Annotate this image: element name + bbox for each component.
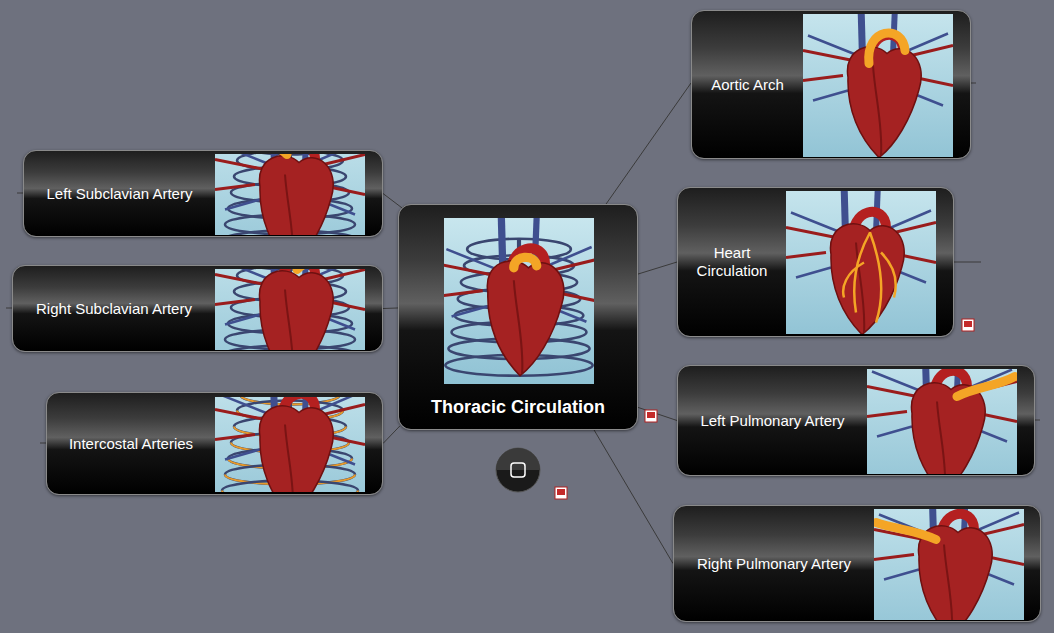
topic-image	[215, 269, 365, 350]
illustration-ground	[803, 14, 953, 157]
topic-image	[215, 154, 365, 235]
button-gloss	[496, 448, 540, 470]
branch-connector	[383, 307, 398, 309]
heart-groove	[285, 290, 293, 351]
topic-image	[867, 369, 1017, 474]
topic-label: Left Pulmonary Artery	[700, 412, 844, 430]
central-topic-box: Thoracic Circulation	[398, 204, 638, 430]
topic-image	[874, 509, 1024, 620]
branch-connector	[594, 430, 673, 564]
anatomy-illustration	[786, 191, 936, 334]
heart	[259, 156, 333, 235]
text-region: Right Subclavian Artery	[13, 266, 215, 351]
heart-groove	[873, 66, 881, 156]
text-region: Left Subclavian Artery	[24, 151, 215, 236]
topic-image	[444, 218, 594, 384]
anatomy-illustration	[803, 14, 953, 157]
note-icon	[962, 319, 974, 331]
branch-connector	[638, 262, 677, 274]
heart	[847, 47, 921, 157]
heart-groove	[285, 175, 293, 236]
anatomy-illustration	[215, 397, 365, 492]
heart-groove	[944, 545, 952, 621]
text-region: Heart Circulation	[678, 188, 786, 336]
highlighted-vessel	[514, 257, 537, 267]
note-icon	[645, 410, 657, 422]
illustration-ground	[215, 269, 365, 350]
subtopic-box: Right Subclavian Artery	[12, 265, 383, 352]
subtopic-box: Heart Circulation	[677, 187, 954, 337]
topic-label: Heart Circulation	[686, 244, 778, 280]
illustration-ground	[444, 218, 594, 384]
branch-connector	[383, 194, 403, 209]
topic-label: Left Subclavian Artery	[47, 185, 193, 203]
anatomy-illustration	[444, 218, 594, 384]
topic-label: Intercostal Arteries	[69, 435, 193, 453]
topic-image	[786, 191, 936, 334]
stub-line	[971, 83, 976, 84]
highlighted-vessel	[235, 154, 287, 155]
illustration-ground	[215, 154, 365, 235]
highlighted-vessel	[876, 523, 936, 540]
collapse-button	[496, 448, 540, 492]
text-region: Aortic Arch	[692, 11, 803, 158]
heart	[259, 271, 333, 350]
anatomy-illustration	[867, 369, 1017, 474]
topic-image	[215, 397, 365, 492]
text-region: Right Pulmonary Artery	[674, 506, 874, 621]
heart-groove	[937, 402, 945, 475]
branch-connector	[383, 426, 400, 444]
text-region: Left Pulmonary Artery	[678, 366, 867, 475]
highlighted-vessel	[869, 33, 905, 64]
text-region: Intercostal Arteries	[47, 393, 215, 494]
subtopic-box: Left Pulmonary Artery	[677, 365, 1035, 476]
note-icon	[555, 487, 567, 499]
note-icon-mark	[964, 321, 972, 327]
subtopic-box: Intercostal Arteries	[46, 392, 383, 495]
highlighted-vessel	[957, 377, 1015, 397]
subtopic-box: Right Pulmonary Artery	[673, 505, 1041, 622]
button-square	[511, 463, 525, 477]
topic-label: Aortic Arch	[711, 76, 784, 94]
stub-line	[1035, 420, 1040, 421]
note-icon-mark	[557, 489, 565, 495]
illustration-ground	[874, 509, 1024, 620]
heart	[487, 261, 564, 376]
topic-label: Right Pulmonary Artery	[697, 555, 851, 573]
heart-groove	[285, 425, 293, 493]
illustration-ground	[786, 191, 936, 334]
illustration-ground	[867, 369, 1017, 474]
heart-groove	[514, 280, 523, 373]
stub-line	[954, 262, 981, 263]
subtopic-box: Left Subclavian Artery	[23, 150, 383, 237]
branch-connector	[606, 83, 691, 204]
text-region: Thoracic Circulation	[399, 384, 637, 429]
illustration-ground	[215, 397, 365, 492]
button-circle	[496, 448, 540, 492]
topic-image	[803, 14, 953, 157]
note-icon-mark	[647, 412, 655, 418]
heart	[830, 224, 904, 334]
coronary-artery	[843, 233, 896, 323]
anatomy-illustration	[874, 509, 1024, 620]
heart	[259, 406, 333, 492]
topic-label: Right Subclavian Artery	[36, 300, 192, 318]
central-topic-label: Thoracic Circulation	[431, 396, 605, 418]
anatomy-illustration	[215, 269, 365, 350]
heart	[911, 383, 985, 474]
subtopic-box: Aortic Arch	[691, 10, 971, 159]
highlighted-vessel	[297, 269, 355, 270]
anatomy-illustration	[215, 154, 365, 235]
